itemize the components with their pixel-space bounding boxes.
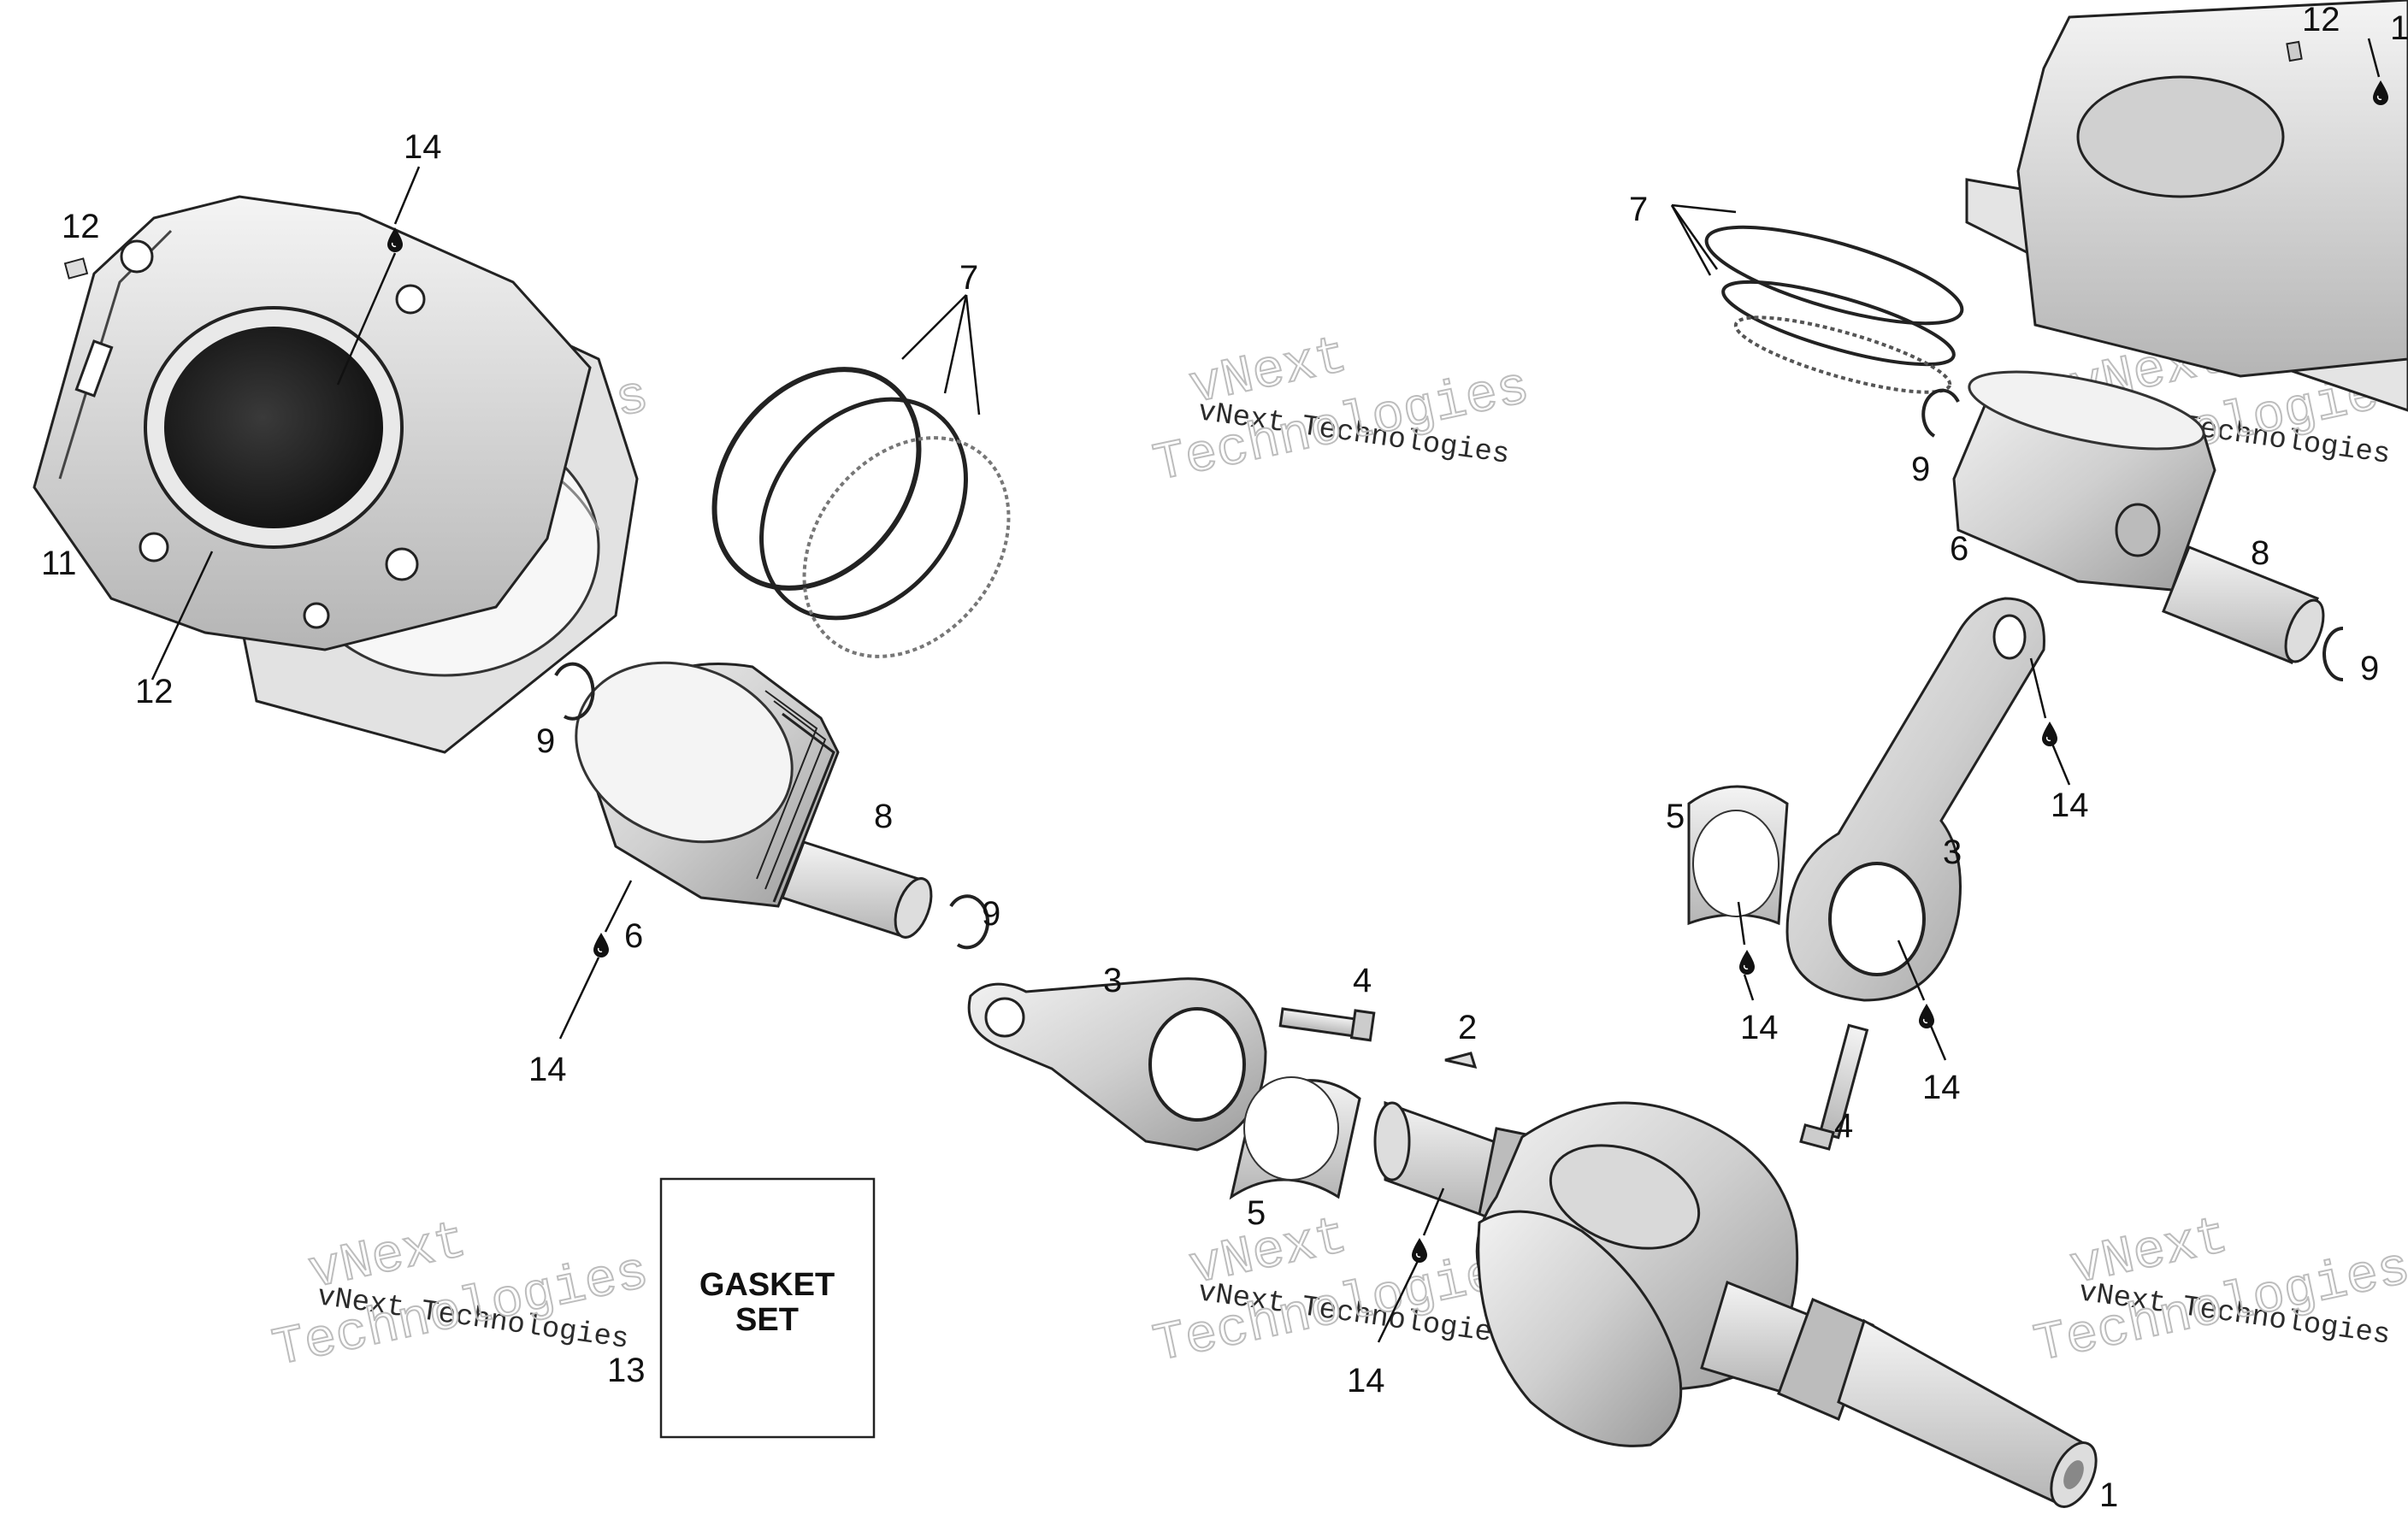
- gasket-set-box: GASKET SET: [659, 1177, 876, 1439]
- connecting-rod-right: [1785, 597, 2045, 1002]
- label-8: 8: [2251, 534, 2269, 572]
- circlip: [1921, 388, 1960, 438]
- leader-lines: [150, 38, 2381, 1343]
- label-2: 2: [1458, 1009, 1477, 1046]
- label-12: 12: [135, 673, 174, 710]
- part-number-labels: 14 12 11 12 7 9 8 9 6 14 3 4 2 5 14 13 1…: [41, 1, 2408, 1514]
- piston-pin-right: [2162, 545, 2325, 664]
- rod-bolt: [1278, 1007, 1376, 1042]
- label-13: 13: [607, 1352, 646, 1389]
- label-5: 5: [1666, 798, 1685, 835]
- rod-bolt: [1799, 1023, 1869, 1151]
- label-9: 9: [536, 722, 555, 760]
- gasket-set-line2: SET: [735, 1302, 799, 1338]
- label-14: 14: [1347, 1362, 1385, 1399]
- watermark: vNext vNext Technologies Technologies: [1148, 325, 1535, 497]
- label-1: 1: [2390, 9, 2408, 47]
- crankshaft: [1373, 1100, 2098, 1508]
- piston-ring-set-right: [1704, 225, 1964, 394]
- watermark: vNext vNext Technologies Technologies: [1148, 1205, 1535, 1377]
- label-14: 14: [404, 128, 442, 166]
- oil-drop-icon: [1411, 1237, 1428, 1264]
- label-12: 12: [62, 208, 100, 245]
- circlip: [554, 662, 595, 721]
- label-14: 14: [528, 1051, 567, 1088]
- label-11: 11: [41, 545, 77, 582]
- rod-bearing-left: [1229, 1076, 1361, 1200]
- label-1: 1: [2099, 1476, 2118, 1514]
- oil-drop-icon: [593, 932, 610, 958]
- dowel-pin: [63, 257, 89, 280]
- label-4: 4: [1834, 1107, 1853, 1145]
- label-8: 8: [874, 798, 893, 835]
- piston-pin-left: [781, 840, 933, 939]
- label-9: 9: [1911, 451, 1930, 488]
- label-12: 12: [2302, 1, 2340, 38]
- label-4: 4: [1353, 962, 1372, 999]
- label-9: 9: [2360, 650, 2379, 687]
- label-14: 14: [1922, 1069, 1961, 1106]
- piston-ring-set: [711, 367, 1011, 658]
- label-14: 14: [1740, 1009, 1779, 1046]
- connecting-rod-left: [967, 977, 1267, 1152]
- woodruff-key: [1444, 1052, 1478, 1069]
- piston-left: [575, 661, 840, 908]
- circlip: [949, 894, 989, 950]
- oil-drop-icon: [1738, 949, 1756, 975]
- label-7: 7: [1629, 191, 1648, 228]
- watermark: vNext vNext Technologies Technologies: [2028, 1205, 2408, 1377]
- label-6: 6: [624, 917, 643, 955]
- label-7: 7: [959, 259, 978, 297]
- label-3: 3: [1943, 834, 1962, 871]
- piston-right: [1952, 370, 2216, 592]
- oil-drop-icon: [2041, 721, 2058, 747]
- watermark: vNext vNext Technologies Technologies: [267, 1210, 654, 1382]
- label-5: 5: [1247, 1194, 1266, 1232]
- label-6: 6: [1950, 530, 1968, 568]
- rod-bearing-right: [1687, 785, 1789, 926]
- label-14: 14: [2051, 787, 2089, 824]
- gasket-set-line1: GASKET: [699, 1267, 835, 1303]
- cylinder-right: [1965, 0, 2408, 412]
- circlip: [2322, 627, 2344, 681]
- oil-drop-icon: [1918, 1003, 1935, 1029]
- label-3: 3: [1103, 962, 1122, 999]
- cylinder: [32, 195, 592, 651]
- label-9: 9: [982, 895, 1000, 933]
